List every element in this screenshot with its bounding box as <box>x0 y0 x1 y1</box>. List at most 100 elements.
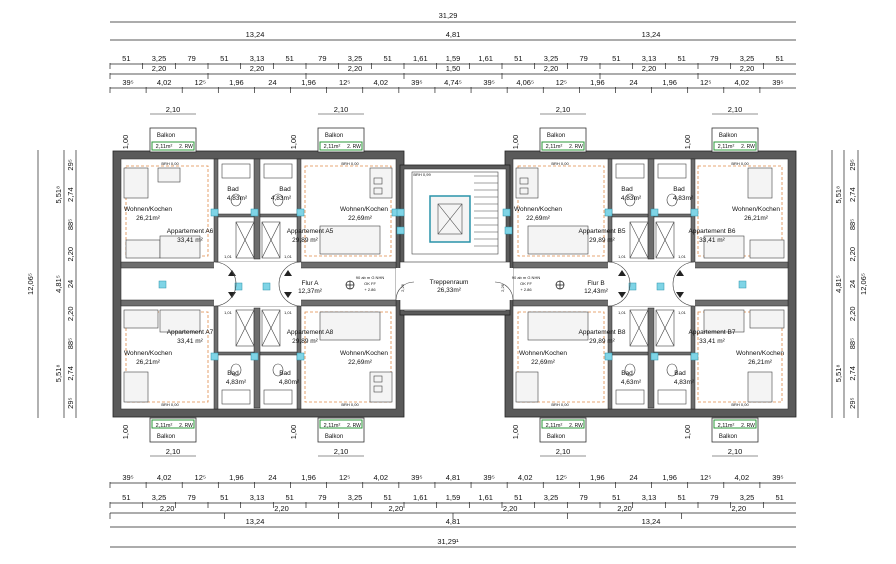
window-marker <box>650 352 659 361</box>
dim-top3-2: 79 <box>187 54 195 63</box>
dim-top3-12: 51 <box>514 54 522 63</box>
b8-bad-area: 4,63m² <box>621 379 642 386</box>
dim-bot2-7: 3,25 <box>348 493 363 502</box>
dim-top5-12: 12⁵ <box>556 78 567 87</box>
b5-area: 29,89 m² <box>589 237 615 244</box>
b8-wk-label: Wohnen/Kochen <box>519 350 567 357</box>
bathroom-fixtures <box>221 163 687 405</box>
balcony-outline <box>539 417 587 443</box>
window-marker <box>210 352 219 361</box>
dim-top5-8: 39⁵ <box>411 78 422 87</box>
flur-a-area: 12,37m² <box>298 288 323 295</box>
flur-a-name: Flur A <box>302 280 320 287</box>
b6-bad-area: 4,83m² <box>673 195 694 202</box>
dim-top4-6: 2,20 <box>740 64 755 73</box>
dim-bot1-6: 12⁵ <box>339 473 350 482</box>
window-marker <box>396 208 405 217</box>
balcony-outline <box>711 127 759 153</box>
brh-a7: BRH 0,00 <box>161 402 179 407</box>
a8-wk-area: 22,69m² <box>348 359 373 366</box>
tech-annotations: BRH 0,99 BRH 0,00 BRH 0,00 BRH 0,00 BRH … <box>161 161 749 407</box>
dim-right-fine-4: 24 <box>848 280 857 288</box>
dim-bottom-row5: 31,29¹ <box>437 537 459 546</box>
balcony-width: 2,10 <box>334 105 349 114</box>
b8-area: 29,89 m² <box>589 338 615 345</box>
dim-left-mid-2: 5,51⁸ <box>54 364 63 382</box>
balcony-label: Balkon <box>157 434 175 440</box>
room-labels: Wohnen/Kochen 26,21m² Appartement A6 33,… <box>124 186 784 386</box>
dim-top4-5: 2,20 <box>642 64 657 73</box>
balcony-rw: 2. RW <box>569 144 583 150</box>
balcony-rw: 2. RW <box>569 423 583 429</box>
dim-bot1-15: 1,96 <box>662 473 677 482</box>
window-marker <box>650 208 659 217</box>
door-b8: 1,01 <box>618 310 627 315</box>
balcony-width: 2,10 <box>334 447 349 456</box>
door-a5: 1,01 <box>284 254 293 259</box>
balcony-width: 2,10 <box>166 447 181 456</box>
b6-wk-label: Wohnen/Kochen <box>732 206 780 213</box>
dim-total-width: 31,29 <box>439 11 458 20</box>
dim-bot1-11: 4,02 <box>518 473 533 482</box>
balcony-rw: 2. RW <box>179 423 193 429</box>
dim-right-fine-0: 29⁵ <box>848 159 857 170</box>
dim-bot3-2: 2,20 <box>389 504 404 513</box>
door-swing-icon <box>278 261 302 307</box>
fire-extinguisher-icon <box>345 280 355 290</box>
dim-total-width-bottom: 31,29¹ <box>437 537 459 546</box>
dim-wing-left: 13,24 <box>246 30 265 39</box>
dim-bot3-1: 2,20 <box>274 504 289 513</box>
balcony-rail <box>713 419 757 429</box>
b5-bad-area: 4,83m² <box>621 195 642 202</box>
dim-left-fine-5: 2,20 <box>66 306 75 321</box>
dim-right-fine-1: 2,74 <box>848 187 857 202</box>
a7-wk-area: 26,21m² <box>136 359 161 366</box>
dim-top3-9: 1,61 <box>413 54 428 63</box>
dim-top-row2: 13,24 4,81 13,24 <box>246 30 661 39</box>
balcony-depth: 1,00 <box>289 135 298 150</box>
window-marker <box>656 282 665 291</box>
window-marker <box>262 282 271 291</box>
dim-core: 4,81 <box>446 30 461 39</box>
dim-bot1-3: 1,96 <box>229 473 244 482</box>
dim-top4-2: 2,20 <box>348 64 363 73</box>
fire-extinguisher-icon <box>555 280 565 290</box>
dim-top5-11: 4,06⁵ <box>516 78 534 87</box>
flur-b-name: Flur B <box>587 280 604 287</box>
balcony-outline <box>711 417 759 443</box>
dim-bot1-14: 24 <box>629 473 637 482</box>
dim-top5-6: 12⁵ <box>339 78 350 87</box>
b5-name: Appartement B5 <box>579 228 626 235</box>
a8-name: Appartement A8 <box>287 329 334 336</box>
dim-left-fine-0: 29⁵ <box>66 159 75 170</box>
door-a7: 1,01 <box>224 310 233 315</box>
balcony-area: 2,11m² <box>718 423 735 429</box>
balcony-depth: 1,00 <box>511 425 520 440</box>
b6-name: Appartement B6 <box>689 228 736 235</box>
balcony-label: Balkon <box>157 133 175 139</box>
brh-b7: BRH 0,00 <box>731 402 749 407</box>
symbols <box>213 261 696 307</box>
dim-top5-4: 24 <box>268 78 276 87</box>
dim-right-fine-8: 29⁵ <box>848 397 857 408</box>
fire-a-1: 90 ab m G NHN <box>356 275 385 280</box>
balcony-label: Balkon <box>547 133 565 139</box>
a5-wk-area: 22,69m² <box>348 215 373 222</box>
stairwell <box>411 171 499 255</box>
dim-bot2-0: 51 <box>122 493 130 502</box>
a6-wk-area: 26,21m² <box>136 215 161 222</box>
dim-top3-15: 51 <box>612 54 620 63</box>
dim-top5-15: 1,96 <box>662 78 677 87</box>
dim-right-fine-5: 2,20 <box>848 306 857 321</box>
dim-bot2-18: 79 <box>710 493 718 502</box>
door-a8: 1,01 <box>284 310 293 315</box>
dim-bot2-17: 51 <box>677 493 685 502</box>
dim-wing-right-bottom: 13,24 <box>642 517 661 526</box>
